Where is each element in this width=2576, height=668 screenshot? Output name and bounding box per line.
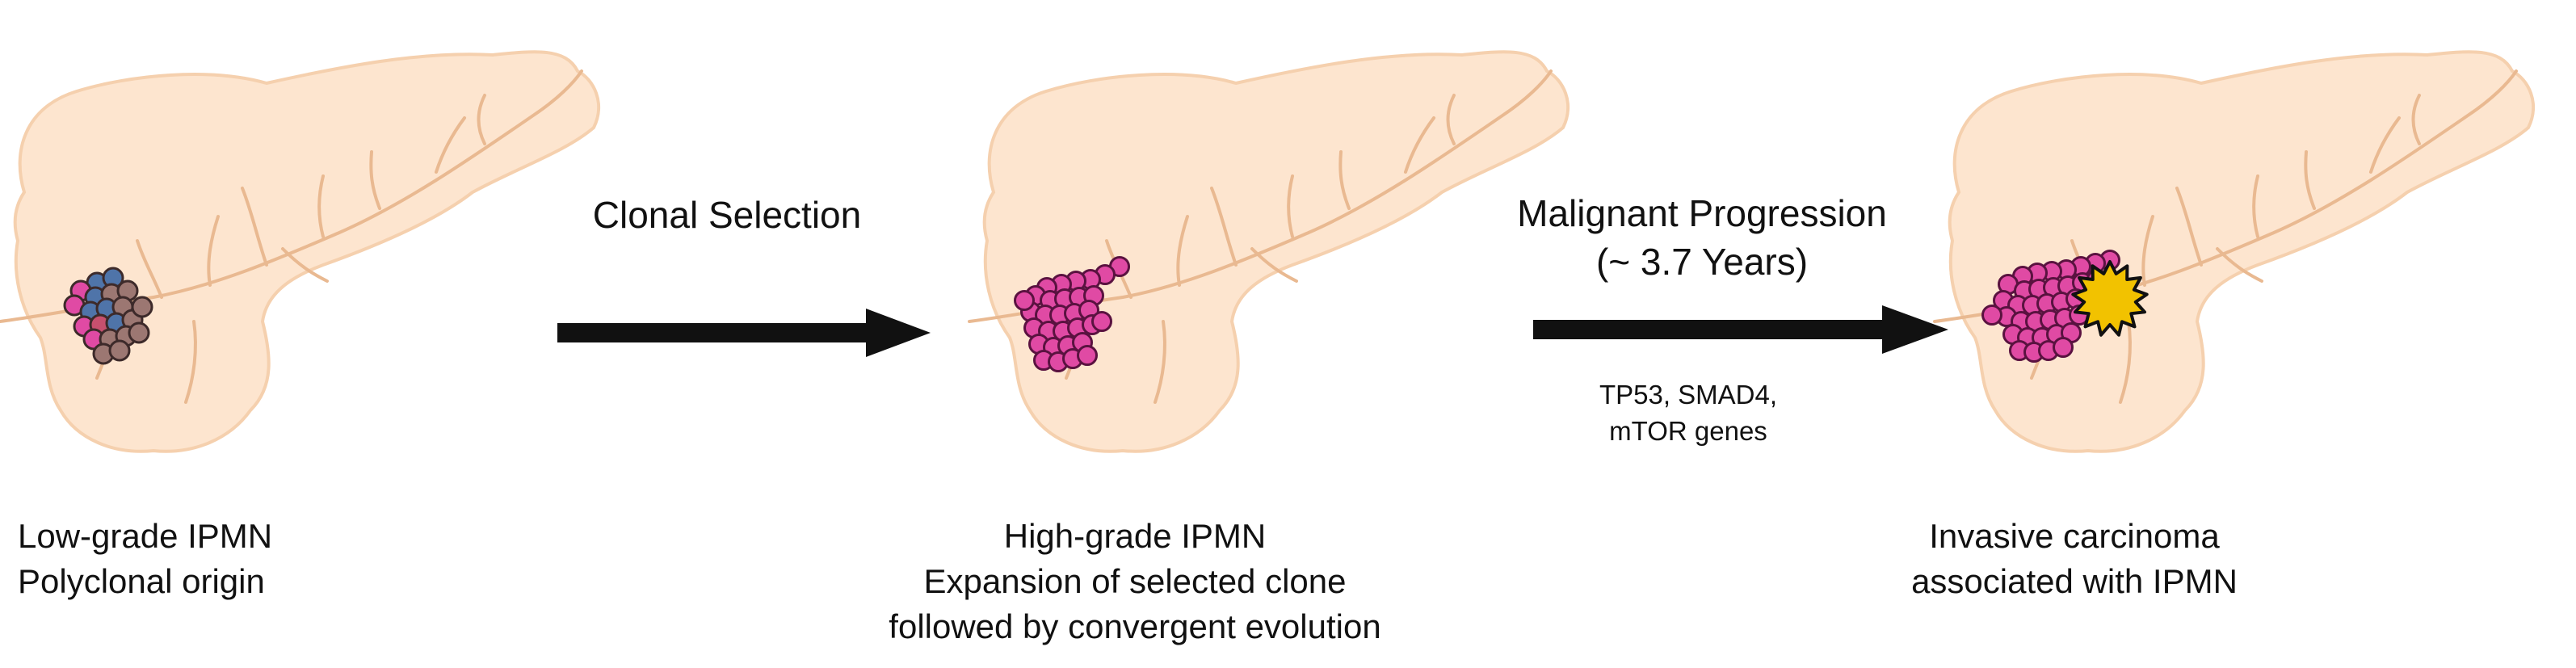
caption-line: Low-grade IPMN bbox=[18, 517, 272, 555]
cell bbox=[1981, 305, 2002, 326]
arrow-label: Clonal Selection bbox=[593, 194, 861, 236]
arrow-shaft bbox=[557, 323, 872, 342]
arrow-head-icon bbox=[1882, 305, 1948, 354]
cell bbox=[108, 339, 131, 362]
cell bbox=[128, 321, 150, 344]
caption-line: Polyclonal origin bbox=[18, 562, 265, 600]
caption-line: High-grade IPMN bbox=[1004, 517, 1266, 555]
arrow-shaft bbox=[1533, 320, 1889, 339]
caption-line: Invasive carcinoma bbox=[1929, 517, 2220, 555]
caption-line: associated with IPMN bbox=[1911, 562, 2238, 600]
pancreas-illustration bbox=[968, 50, 1570, 453]
arrow-sublabel: (~ 3.7 Years) bbox=[1596, 241, 1808, 283]
caption-low-grade: Low-grade IPMN Polyclonal origin bbox=[18, 517, 272, 600]
arrow-malignant-progression: Malignant Progression (~ 3.7 Years) TP53… bbox=[1517, 192, 1948, 446]
cell bbox=[1077, 345, 1098, 366]
arrow-head-icon bbox=[866, 309, 931, 357]
cell bbox=[1091, 311, 1112, 332]
gene-note: mTOR genes bbox=[1609, 416, 1767, 446]
caption-high-grade: High-grade IPMN Expansion of selected cl… bbox=[889, 517, 1380, 645]
polyclonal-cell-cluster bbox=[63, 267, 153, 365]
caption-line: followed by convergent evolution bbox=[889, 607, 1380, 645]
gene-note: TP53, SMAD4, bbox=[1599, 380, 1777, 410]
cell bbox=[2053, 337, 2074, 358]
caption-invasive-carcinoma: Invasive carcinoma associated with IPMN bbox=[1911, 517, 2238, 600]
pancreas-illustration bbox=[1933, 50, 2536, 453]
stage-invasive-carcinoma bbox=[1933, 50, 2536, 453]
arrow-clonal-selection: Clonal Selection bbox=[557, 194, 931, 357]
stage-high-grade bbox=[968, 50, 1570, 453]
carcinoma-star-icon bbox=[2071, 260, 2149, 337]
selected-clone-cluster bbox=[1014, 256, 1130, 372]
stage-low-grade bbox=[0, 50, 601, 453]
cell bbox=[1014, 290, 1035, 311]
pancreas-illustration bbox=[0, 50, 601, 453]
caption-line: Expansion of selected clone bbox=[923, 562, 1346, 600]
cell bbox=[131, 296, 153, 318]
arrow-label: Malignant Progression bbox=[1517, 192, 1887, 234]
